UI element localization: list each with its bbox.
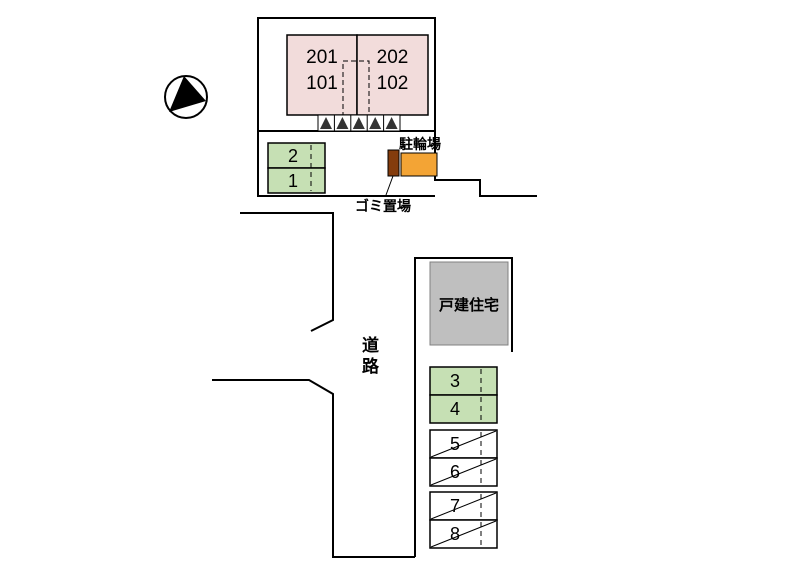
parking-space-3-box — [429, 366, 498, 396]
unit-numbers-left: 201 101 — [306, 47, 338, 94]
parking-space-6-number: 6 — [449, 462, 460, 482]
road-edge-upper — [240, 212, 334, 332]
parking-space-3-number: 3 — [449, 371, 460, 391]
bicycle-parking-box — [400, 152, 438, 177]
parking-space-4-box — [429, 394, 498, 424]
site-boundary-left — [257, 131, 435, 197]
parking-space-7-number: 7 — [449, 496, 460, 516]
parking-space-5-number: 5 — [449, 434, 460, 454]
entrance-strip — [317, 114, 401, 132]
parking-space-4-number: 4 — [449, 399, 460, 419]
bicycle-parking-label: 駐輪場 — [399, 136, 441, 152]
parking-space-1-number: 1 — [287, 171, 298, 191]
site-boundary-right — [434, 131, 537, 197]
detached-house-label: 戸建住宅 — [438, 297, 499, 314]
garbage-area-box — [387, 149, 400, 177]
parking-space-1-box — [267, 167, 326, 194]
north-arrow-icon — [164, 75, 208, 119]
detached-house-box — [429, 261, 509, 346]
garbage-leader-line — [385, 175, 394, 196]
road-edge-right-parcel — [414, 257, 513, 557]
parking-space-2-number: 2 — [287, 146, 298, 166]
parking-space-8-number: 8 — [449, 524, 460, 544]
garbage-area-label: ゴミ置場 — [355, 198, 411, 214]
parking-occupied-slashes — [430, 430, 497, 548]
unit-numbers-right: 202 102 — [376, 47, 409, 94]
road-label: 道路 — [359, 336, 378, 378]
road-edge-lower — [212, 379, 415, 558]
